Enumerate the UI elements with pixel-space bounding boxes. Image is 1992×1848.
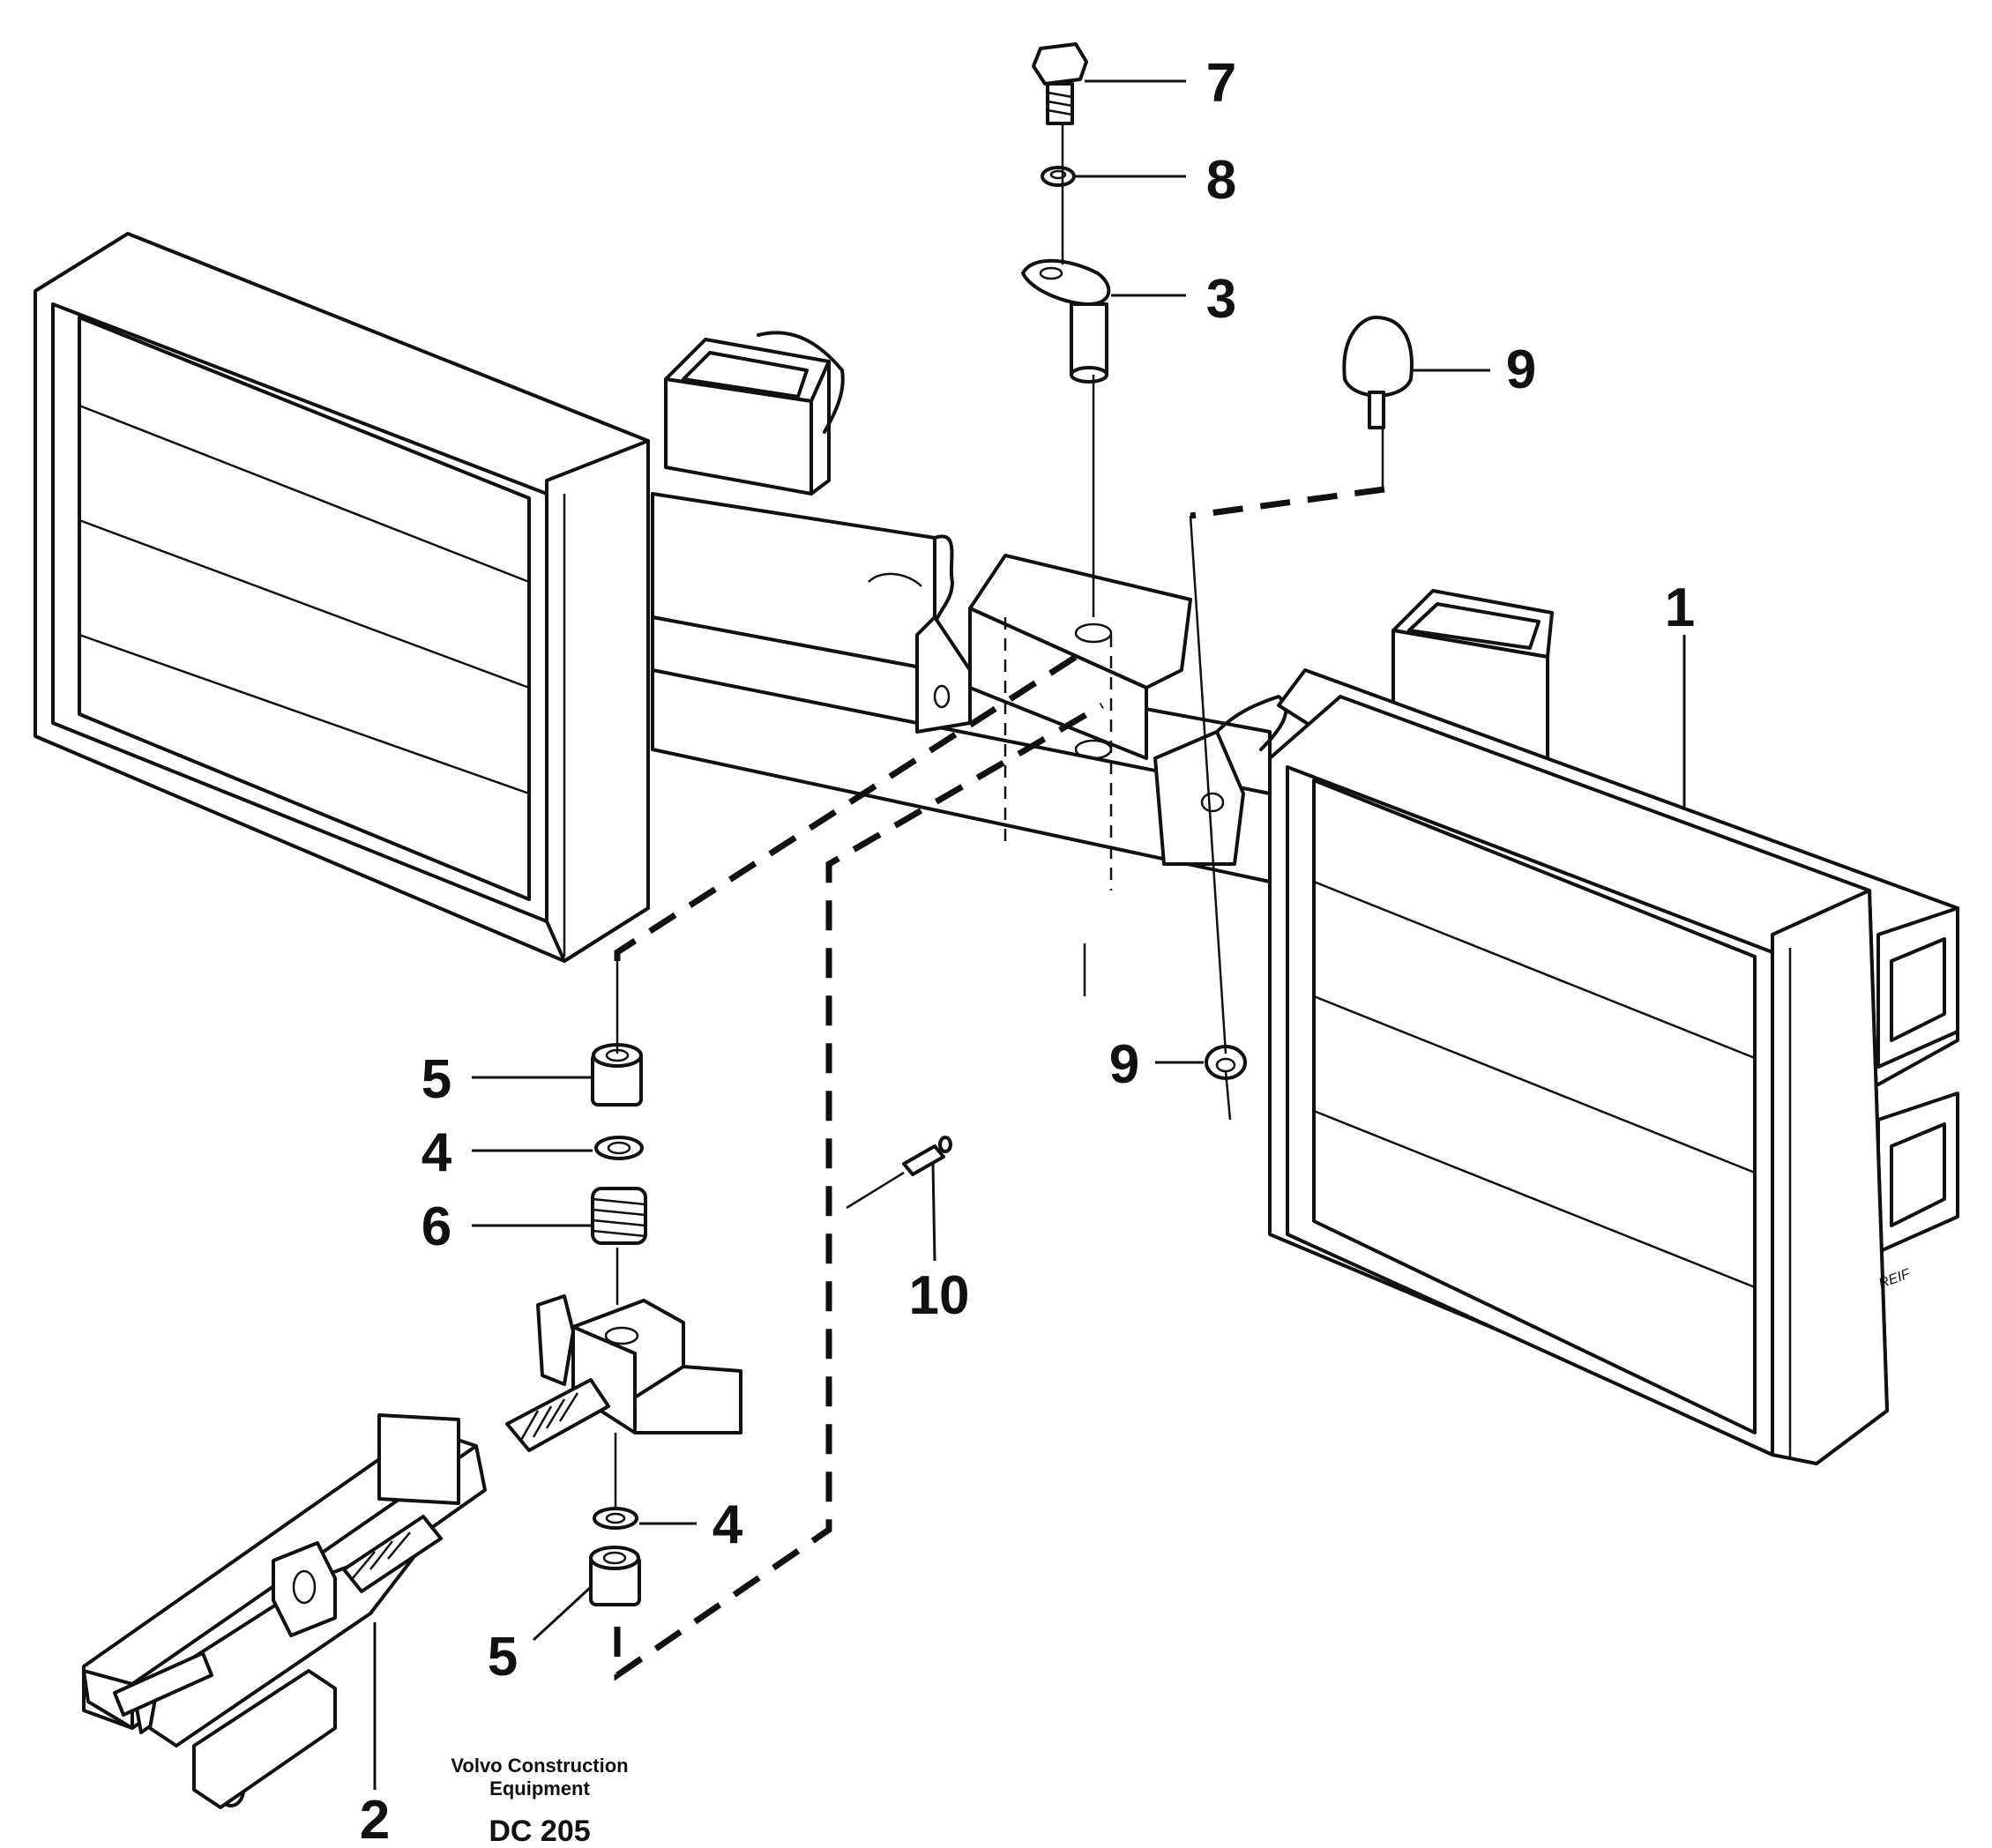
- callout-1: 1: [1665, 578, 1695, 638]
- callout-2: 2: [360, 1790, 390, 1848]
- assembly-path-bushing-lower: [614, 702, 1104, 1681]
- part-4-spring-washer-lower: [593, 1507, 638, 1530]
- callout-9-lower: 9: [1109, 1034, 1139, 1095]
- callout-3: 3: [1206, 269, 1236, 330]
- drawing-code: DC 205: [489, 1814, 590, 1848]
- part-5-bushing-lower: [589, 1546, 641, 1606]
- assembly-path-grease-cap: [1190, 486, 1385, 519]
- part-9-cap-top: [1342, 316, 1414, 429]
- credit-line-1: Volvo Construction: [451, 1755, 628, 1777]
- cross-beam: [651, 554, 1288, 996]
- callout-9-top: 9: [1506, 339, 1536, 400]
- part-7-bolt: [1032, 42, 1088, 125]
- callout-5-lower: 5: [488, 1627, 518, 1688]
- part-3-locking-pin: [1021, 258, 1111, 384]
- left-fork-assembly: [34, 232, 954, 963]
- callout-4-lower: 4: [712, 1494, 743, 1555]
- right-fork-assembly: [1268, 589, 1959, 1465]
- assembly-path-bushing-upper: [614, 654, 1078, 961]
- callout-4-upper: 4: [422, 1122, 452, 1183]
- callout-7: 7: [1206, 53, 1236, 114]
- part-2-adjusting-slide: [82, 1294, 742, 1809]
- callout-10: 10: [909, 1265, 970, 1326]
- part-8-washer: [1041, 166, 1076, 187]
- callout-8: 8: [1206, 150, 1236, 211]
- part-10-grease-nipple: [902, 1136, 952, 1176]
- callout-6: 6: [422, 1196, 451, 1257]
- credit-line-2: Equipment: [489, 1777, 590, 1800]
- leader-lines: [373, 79, 1686, 1790]
- part-5-bushing-upper: [591, 1043, 643, 1107]
- part-4-spring-washer-upper: [594, 1136, 644, 1160]
- part-6-threaded-sleeve: [591, 1187, 647, 1245]
- callout-5-upper: 5: [422, 1049, 451, 1110]
